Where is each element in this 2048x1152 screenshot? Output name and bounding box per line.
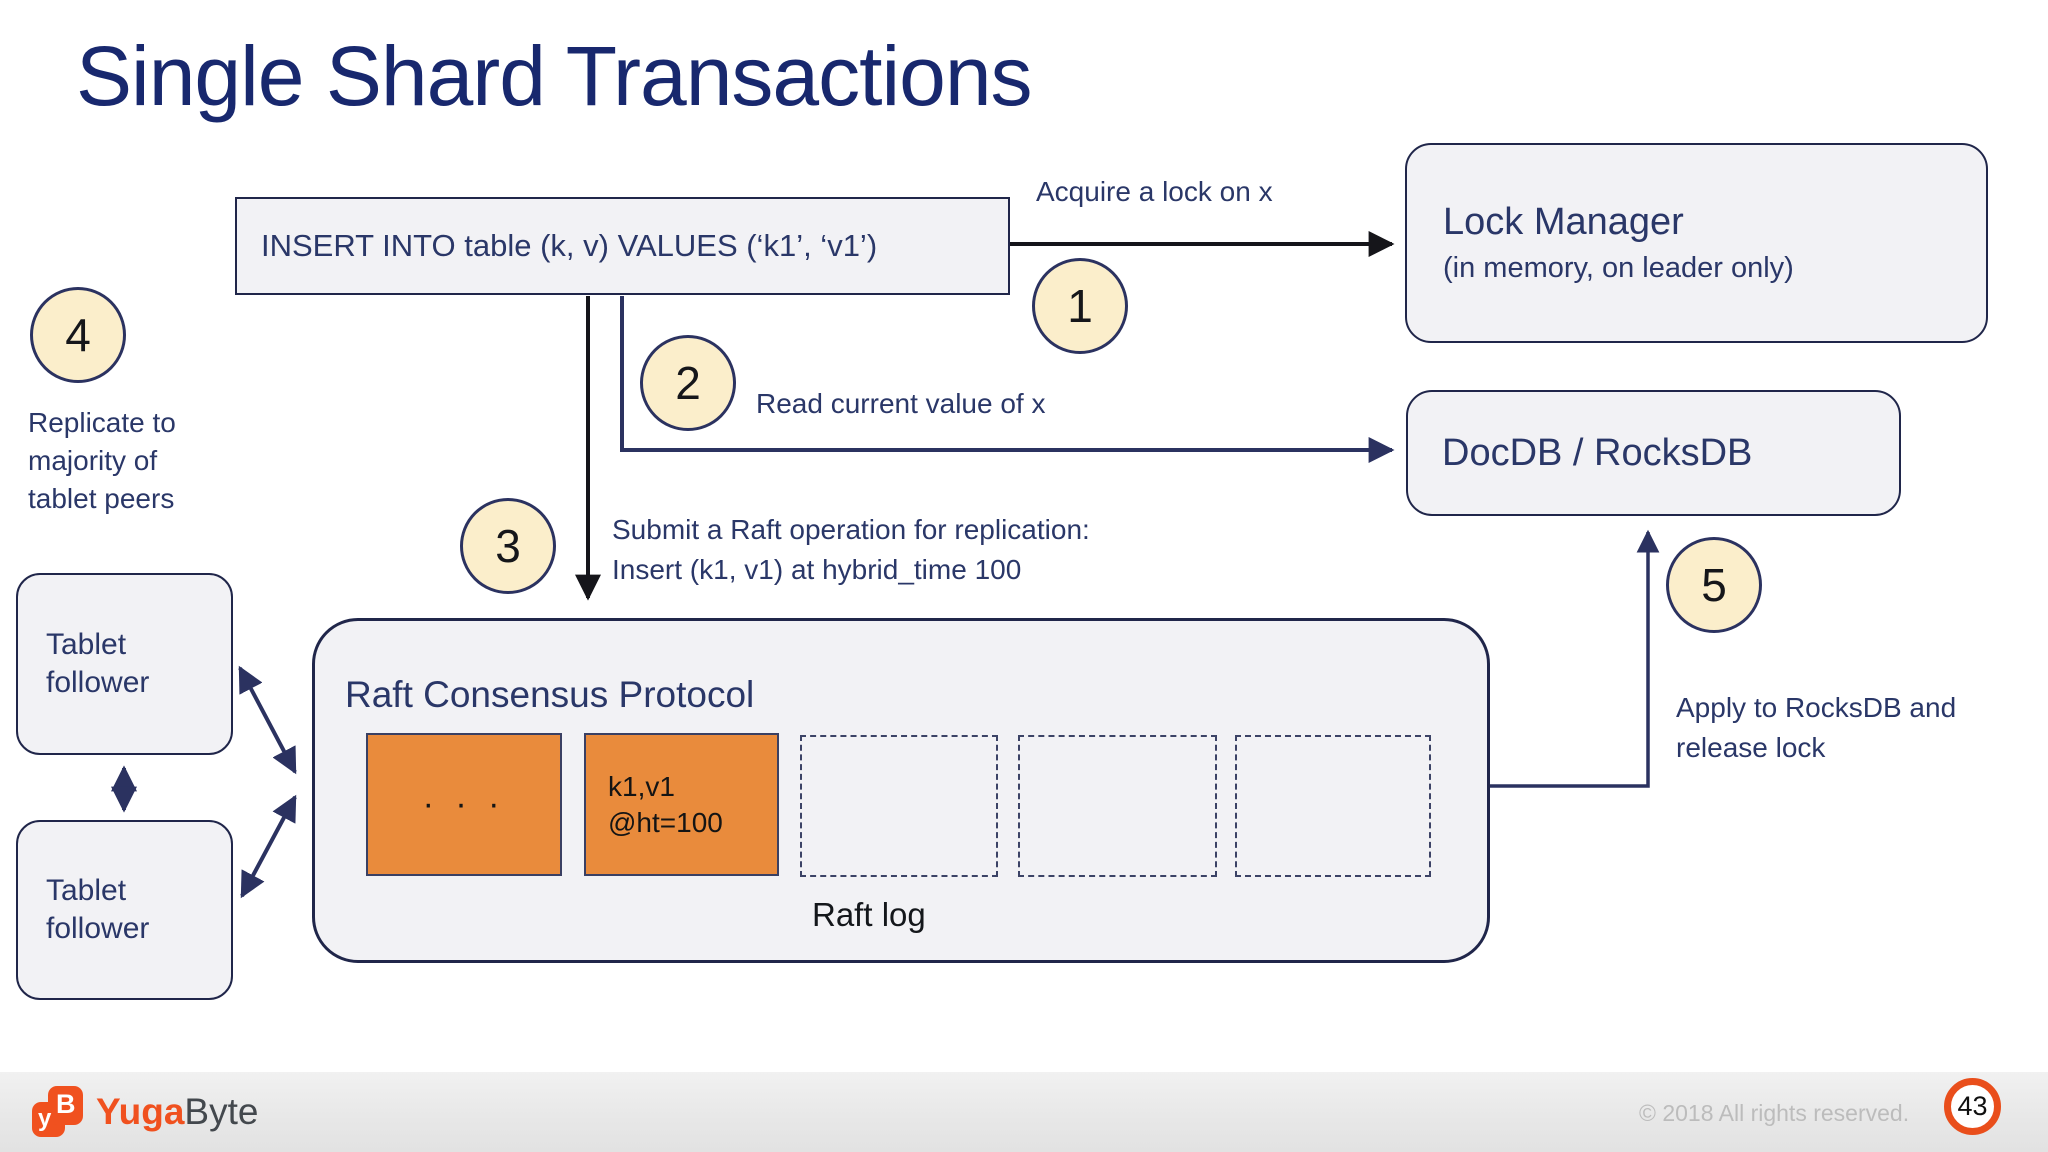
raft-log-empty-slot bbox=[1018, 735, 1217, 877]
step-circle-2: 2 bbox=[640, 335, 736, 431]
raft-consensus-title: Raft Consensus Protocol bbox=[345, 674, 755, 715]
page-number: 43 bbox=[1957, 1091, 1988, 1121]
docdb-box: DocDB / RocksDB bbox=[1406, 390, 1901, 516]
insert-statement-box: INSERT INTO table (k, v) VALUES (‘k1’, ‘… bbox=[235, 197, 1010, 295]
raft-log-empty-slot bbox=[800, 735, 998, 877]
step-label-replicate: Replicate to majority of tablet peers bbox=[28, 407, 176, 514]
raft-log-entry-ellipsis: · · · bbox=[366, 733, 562, 876]
tablet-follower-box-1: Tablet follower bbox=[16, 573, 233, 755]
tablet-follower-box-2: Tablet follower bbox=[16, 820, 233, 1000]
step-label-submit-raft: Submit a Raft operation for replication:… bbox=[612, 514, 1090, 585]
arrow-replicate-lower bbox=[240, 794, 297, 899]
raft-log-label: Raft log bbox=[812, 896, 926, 933]
step-label-apply: Apply to RocksDB and release lock bbox=[1676, 692, 1957, 763]
footer-bar bbox=[0, 1072, 2048, 1152]
arrow-replicate-upper bbox=[238, 665, 297, 775]
step-circle-5: 5 bbox=[1666, 537, 1762, 633]
lock-manager-title: Lock Manager bbox=[1443, 201, 1684, 243]
page-number-badge: 43 bbox=[1944, 1078, 2001, 1135]
step-label-read-value: Read current value of x bbox=[756, 388, 1046, 419]
yugabyte-logo-icon: y B bbox=[32, 1086, 84, 1138]
docdb-title: DocDB / RocksDB bbox=[1442, 431, 1753, 474]
step-circle-3: 3 bbox=[460, 498, 556, 594]
page-title: Single Shard Transactions bbox=[76, 29, 1033, 123]
step-label-acquire-lock: Acquire a lock on x bbox=[1036, 176, 1273, 207]
step-circle-1: 1 bbox=[1032, 258, 1128, 354]
copyright-text: © 2018 All rights reserved. bbox=[1639, 1100, 1910, 1126]
raft-log-entry-k1v1: k1,v1 @ht=100 bbox=[584, 733, 779, 876]
arrow-read-value bbox=[620, 296, 1395, 463]
lock-manager-box: Lock Manager (in memory, on leader only) bbox=[1405, 143, 1988, 343]
insert-statement-text: INSERT INTO table (k, v) VALUES (‘k1’, ‘… bbox=[261, 228, 878, 263]
step-circle-4: 4 bbox=[30, 287, 126, 383]
arrow-apply-rocksdb bbox=[1490, 529, 1660, 788]
raft-log-empty-slot bbox=[1235, 735, 1431, 877]
lock-manager-subtitle: (in memory, on leader only) bbox=[1443, 252, 1794, 284]
